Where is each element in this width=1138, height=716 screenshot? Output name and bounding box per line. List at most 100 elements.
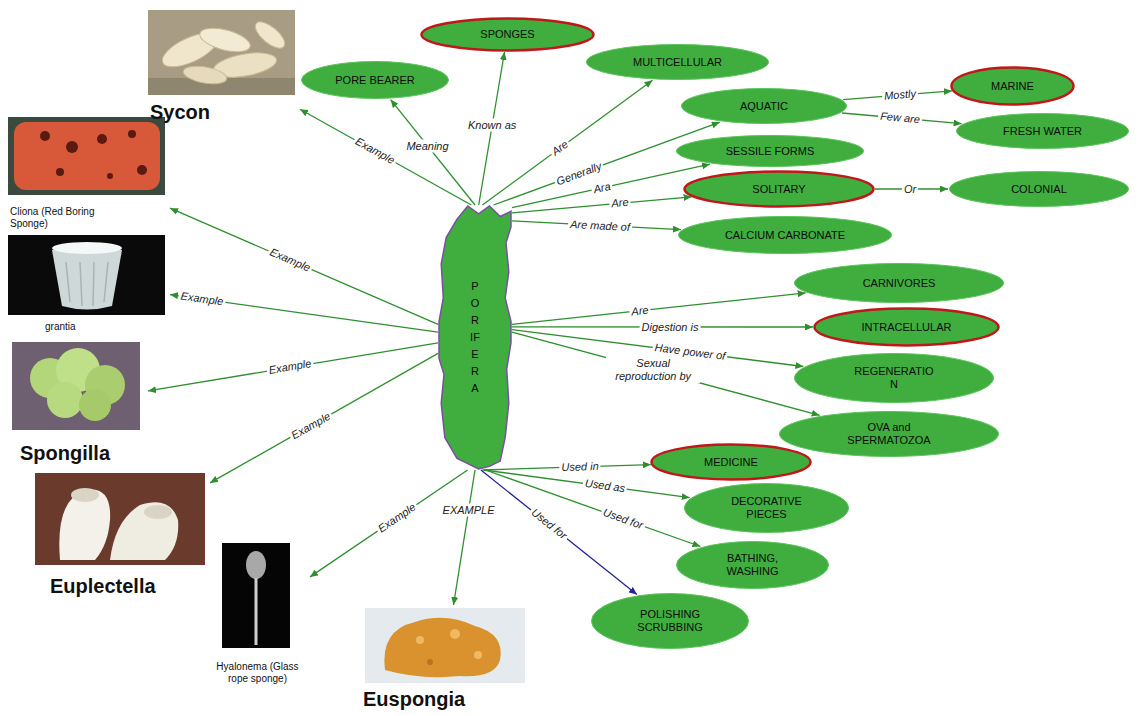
ellipse-fill [815,309,999,346]
euplectella-photo [35,473,205,565]
edge-label: Or [902,183,918,196]
edge-label: Example [351,134,398,168]
connector-arrow [391,100,475,205]
concept-text: DECORATIVE PIECES [724,495,809,521]
concept-text: FRESH WATER [1003,125,1082,138]
edge-label: Are [629,303,651,318]
example-photo-node: Euplectella [30,470,210,598]
edge-label: Example [373,500,419,537]
ellipse-fill [795,354,994,403]
connector-arrow [512,197,692,213]
edge-label: Known as [466,119,518,132]
example-photo-node: grantia [5,233,170,333]
ellipse-fill [685,484,849,533]
connector-arrow [512,332,820,415]
concept-text: OVA and SPERMATOZOA [839,421,939,447]
ellipse-fill [677,542,829,589]
connector-arrow [454,470,476,605]
ellipse-fill [685,172,874,207]
grantia-photo [8,235,165,315]
ellipse-fill [592,594,749,649]
connector-arrow [210,353,438,483]
concept-ellipse: SESSILE FORMS [675,134,865,168]
concept-text: PORE BEARER [335,74,414,87]
ellipse-fill [302,62,449,99]
edge-label: Used in [559,460,601,474]
connector-arrow [170,208,438,324]
concept-text: CALCIUM CARBONATE [725,229,845,242]
ellipse-fill [795,264,1004,303]
concept-text: COLONIAL [1011,183,1067,196]
edge-label: Ara [590,179,613,196]
concept-ellipse: DECORATIVE PIECES [683,482,850,534]
edge-label: Are made of [568,217,633,233]
concept-ellipse: CARNIVORES [793,262,1005,304]
euspongia-photo [365,608,525,683]
photo-caption: Hyalonema (Glass rope sponge) [208,661,308,685]
concept-ellipse: REGENERATIO N [793,352,995,404]
edge-label: Example [287,408,334,442]
edge-label: Used for [600,505,647,533]
concept-text: REGENERATIO N [850,365,938,391]
connector-arrow [484,470,690,498]
ellipse-fill [422,19,594,51]
ellipse-fill [677,136,864,167]
concept-ellipse: FRESH WATER [955,112,1130,150]
connector-arrow [148,343,438,391]
edge-label: Are [609,196,631,211]
concept-text: SOLITARY [752,183,805,196]
concept-text: MEDICINE [704,456,758,469]
phylum-polygon [439,206,511,469]
ellipse-fill [682,89,847,124]
edge-label: Example [178,289,226,308]
concept-text: SESSILE FORMS [726,145,815,158]
cliona-photo [8,117,165,195]
ellipse-fill [952,68,1074,105]
concept-ellipse: OVA and SPERMATOZOA [778,410,1000,458]
concept-ellipse: INTRACELLULAR [813,307,1000,347]
photo-caption: Sycon [150,101,210,124]
concept-text: CARNIVORES [863,277,936,290]
concept-text: POLISHING SCRUBBING [630,608,710,634]
concept-text: MARINE [991,80,1034,93]
concept-text: BATHING, WASHING [718,552,788,578]
edge-label: Example [266,245,314,276]
example-photo-node: Sycon [145,8,300,124]
edge-label: Are [548,137,573,160]
phylum-shape: PORIFERA [438,205,512,470]
edge-label: EXAMPLE [441,503,497,516]
concept-ellipse: SOLITARY [683,170,875,208]
concept-ellipse: PORE BEARER [300,60,450,100]
photo-caption: Spongilla [20,442,110,465]
example-photo-node: Euspongia [360,605,530,711]
example-photo-node: Hyalonema (Glass rope sponge) [205,540,310,685]
concept-text: SPONGES [480,28,534,41]
concept-ellipse: MULTICELLULAR [585,43,770,81]
concept-ellipse: MEDICINE [650,443,812,481]
photo-caption: Cliona (Red Boring Sponge) [10,206,95,230]
concept-text: INTRACELLULAR [862,321,952,334]
concept-ellipse: BATHING, WASHING [675,540,830,590]
example-photo-node: Spongilla [8,340,148,465]
concept-ellipse: SPONGES [420,17,595,52]
photo-caption: Euplectella [50,575,156,598]
photo-caption: Euspongia [363,688,465,711]
edge-label: Digestion is [640,320,701,333]
edge-label: Example [266,357,314,377]
connector-arrow [482,80,652,205]
concept-ellipse: AQUATIC [680,87,848,125]
ellipse-fill [957,114,1129,149]
concept-ellipse: COLONIAL [948,170,1130,208]
concept-ellipse: MARINE [950,66,1075,106]
example-photo-node: Cliona (Red Boring Sponge) [5,115,170,230]
connector-arrow [300,109,471,205]
ellipse-fill [950,172,1129,207]
ellipse-fill [587,45,769,80]
sycon-photo [148,10,295,95]
edge-label: Few are [878,110,923,127]
ellipse-fill [679,217,892,254]
ellipse-fill [652,445,811,480]
concept-ellipse: POLISHING SCRUBBING [590,592,750,650]
connector-arrow [310,470,468,577]
